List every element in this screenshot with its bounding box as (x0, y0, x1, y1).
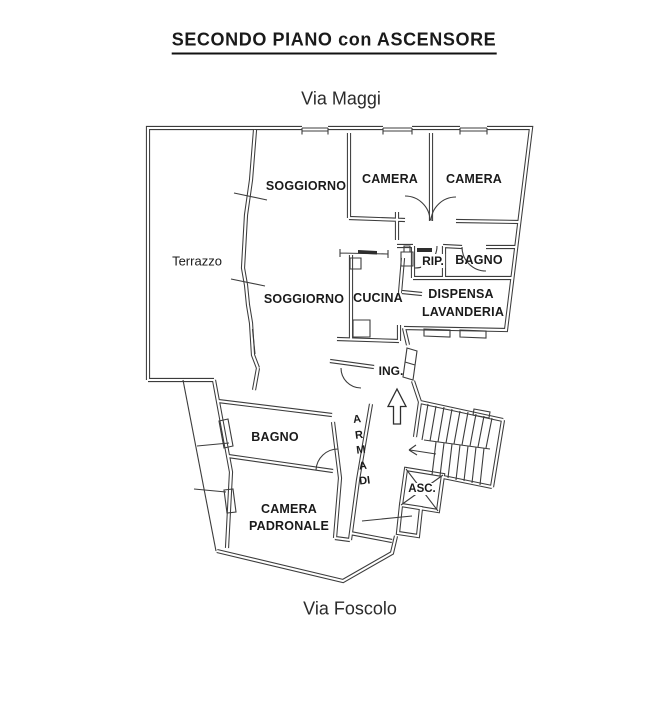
page-title: SECONDO PIANO con ASCENSORE (171, 30, 497, 55)
room-label-camera-right: CAMERA (445, 172, 503, 186)
walls-hollow-core (146, 126, 533, 583)
room-label-terrazzo: Terrazzo (172, 253, 222, 269)
room-label-soggiorno-bottom: SOGGIORNO (263, 292, 345, 306)
street-label-via-foscolo: Via Foscolo (303, 598, 397, 619)
stair-treads-upper (421, 403, 493, 449)
room-label-camera-padronale-line2: PADRONALE (248, 519, 330, 533)
dispensa-windows (423, 328, 487, 339)
room-label-bagno-top: BAGNO (455, 253, 503, 267)
room-label-bagno-lower: BAGNO (251, 430, 299, 444)
room-label-dispensa: DISPENSA (428, 287, 494, 301)
stair-arrow (408, 444, 437, 456)
room-label-asc: ASC. (407, 483, 437, 495)
entry-door-leaf (402, 347, 418, 381)
room-label-cucina: CUCINA (353, 291, 403, 305)
room-label-soggiorno-top: SOGGIORNO (265, 179, 347, 193)
walls-outline (145, 125, 534, 584)
room-label-camera-left: CAMERA (361, 172, 419, 186)
facade-windows (301, 124, 488, 137)
stair-window (472, 408, 491, 419)
curve-window (251, 328, 256, 355)
tick-marks (193, 192, 413, 522)
room-label-camera-padronale-line1: CAMERA (260, 502, 318, 516)
room-label-lavanderia: LAVANDERIA (421, 305, 505, 319)
terrace-edge-line (182, 379, 217, 552)
stair-treads-lower (431, 441, 485, 486)
room-label-rip: RIP. (421, 254, 445, 268)
entry-arrow (386, 387, 408, 425)
boiler (400, 245, 414, 267)
room-label-camera-padronale: CAMERA PADRONALE (249, 501, 329, 535)
west-wall-windows (218, 418, 237, 514)
solid-marks (358, 248, 432, 255)
street-label-via-maggi: Via Maggi (301, 88, 381, 109)
room-label-ing: ING. (378, 364, 404, 378)
stair-rail (423, 439, 491, 450)
